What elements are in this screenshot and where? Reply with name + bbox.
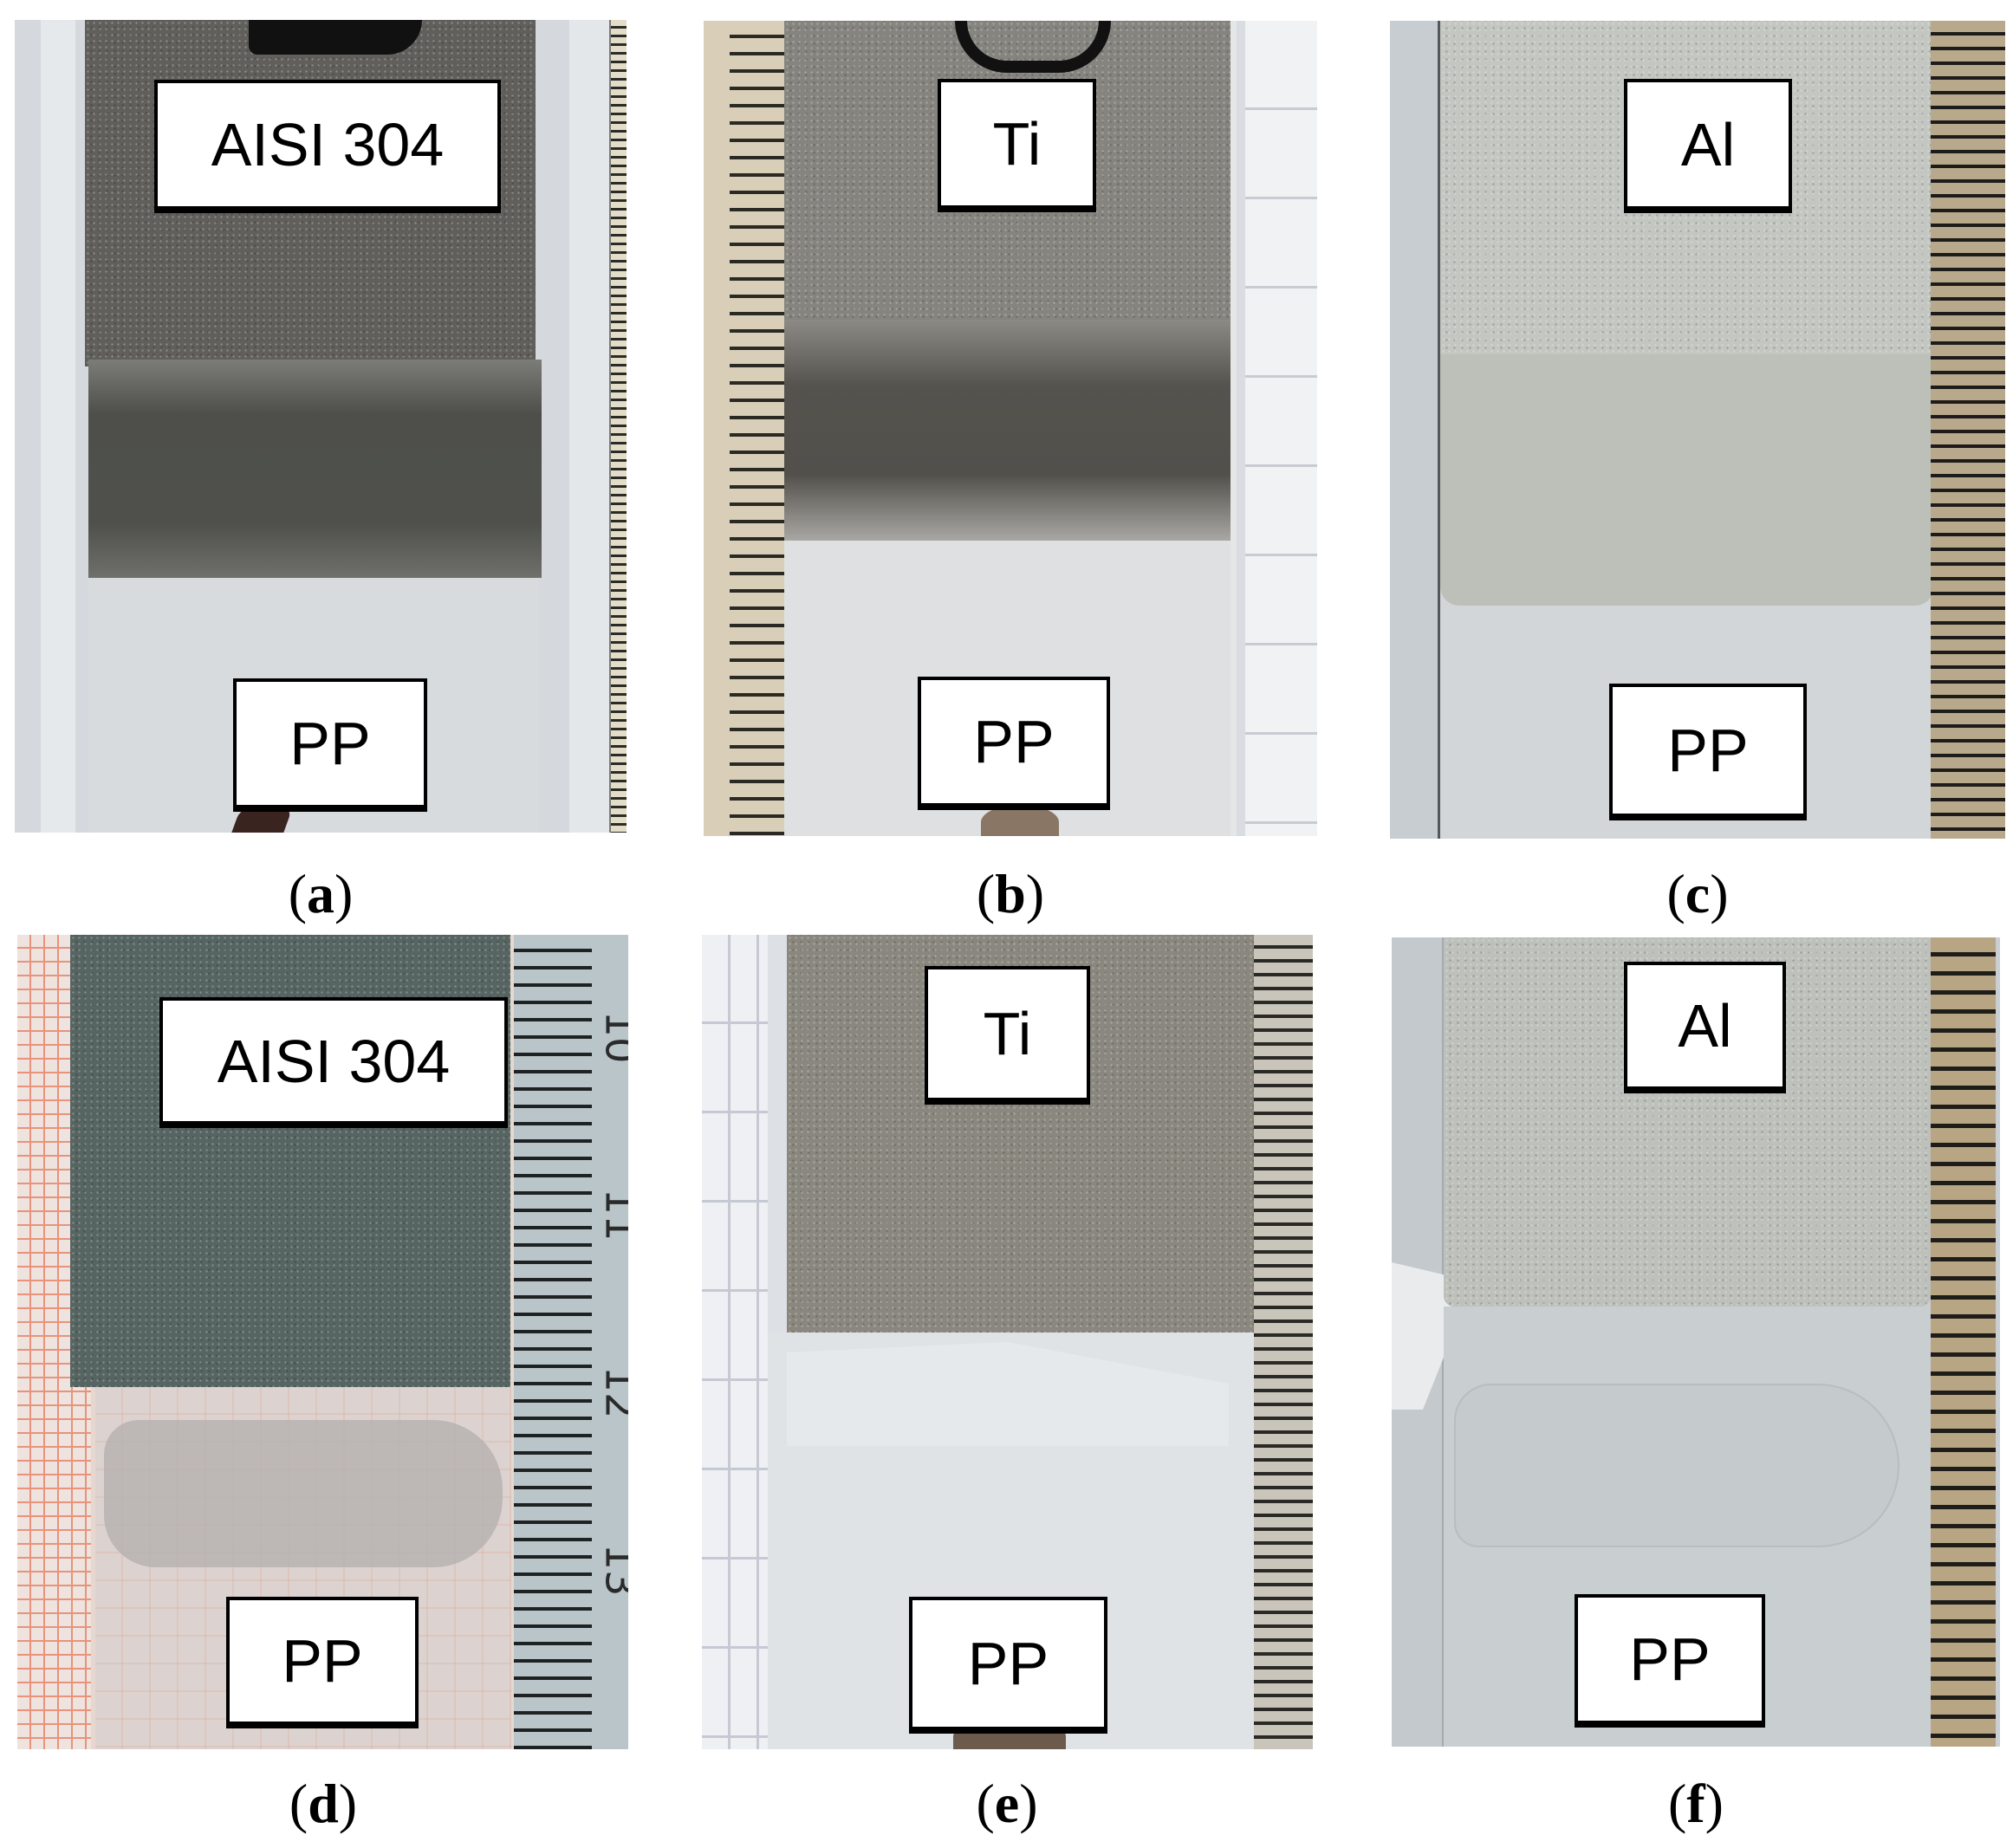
ruler [1931,937,1996,1747]
overlap-region [784,320,1231,541]
grid-paper [1237,21,1317,836]
pp-label-text: PP [973,708,1055,775]
pp-label-text: PP [1667,717,1749,784]
material-label-text: Al [1680,110,1736,178]
panel-e-photo: Ti PP [702,935,1313,1749]
background-light-strip [41,20,75,833]
pp-label-text: PP [967,1630,1049,1697]
ruler [1931,21,2005,839]
panel-f-photo: Al PP [1392,937,2000,1747]
panel-caption-d: (d) [289,1773,358,1834]
graph-paper [702,935,768,1749]
material-label-text: Ti [983,1000,1032,1067]
overlap-region [1454,1384,1899,1547]
material-label-top: Al [1624,79,1792,210]
pp-label-text: PP [1629,1625,1711,1693]
panel-c-photo: Al PP [1390,21,2005,839]
material-label-top: Ti [938,79,1096,209]
ruler-ticks [514,935,592,1749]
metal-strip [787,935,1254,1333]
panel-caption-e: (e) [976,1773,1038,1834]
material-label-top: Ti [925,966,1090,1101]
tweezer-tip [981,805,1059,836]
panel-a-photo: AISI 304 PP [15,20,627,833]
ruler-base [704,21,730,836]
ruler-number: 10 [595,1010,628,1064]
material-label-text: AISI 304 [211,111,445,178]
material-label-bottom: PP [909,1597,1107,1730]
overlap-region [104,1420,503,1567]
pp-label-text: PP [289,710,371,777]
overlap-region [1440,354,1934,606]
material-label-text: AISI 304 [217,1027,451,1095]
background-edge [1390,21,1440,839]
material-label-text: Ti [992,110,1042,178]
panel-caption-a: (a) [288,863,354,924]
material-label-bottom: PP [233,678,427,808]
material-label-top: AISI 304 [159,997,508,1125]
material-label-bottom: PP [918,677,1110,807]
material-label-text: Al [1678,992,1732,1060]
right-edge-strip [569,20,612,833]
ruler-number: 12 [595,1365,628,1419]
ruler [1254,935,1313,1749]
ruler: 10 11 12 13 [514,935,628,1749]
material-label-top: Al [1624,962,1786,1090]
pp-label-text: PP [282,1627,363,1695]
panel-d-photo: 10 11 12 13 AISI 304 PP [17,935,628,1749]
ruler-number: 13 [595,1543,628,1597]
panel-caption-b: (b) [976,863,1045,924]
panel-b-photo: Ti PP [704,21,1317,836]
marker-stain [249,20,422,55]
panel-caption-c: (c) [1666,863,1729,924]
material-label-top: AISI 304 [154,80,501,210]
material-label-bottom: PP [226,1597,419,1725]
material-label-bottom: PP [1575,1594,1765,1724]
overlap-region [88,360,542,578]
panel-caption-f: (f) [1668,1773,1724,1834]
ruler-number: 11 [595,1188,628,1242]
ruler [611,20,627,833]
material-label-bottom: PP [1609,684,1807,817]
